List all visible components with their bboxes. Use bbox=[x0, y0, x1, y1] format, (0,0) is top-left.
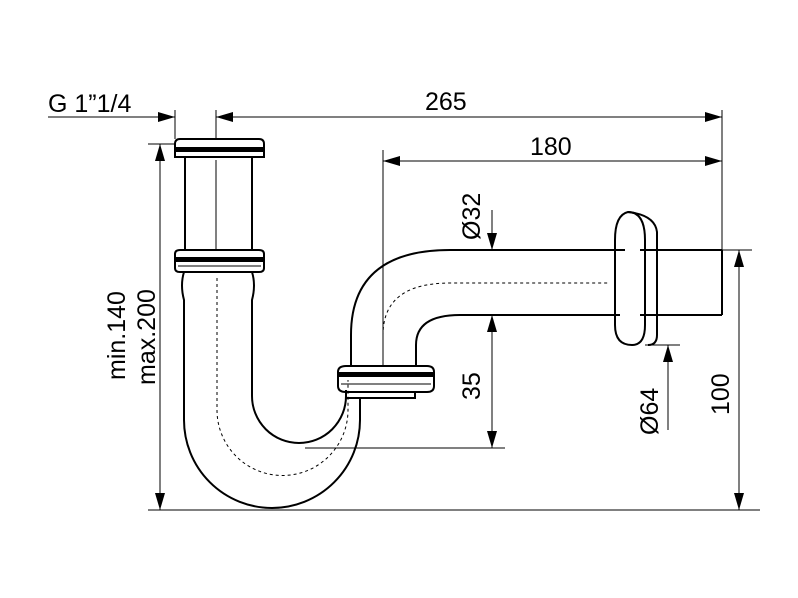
arrow-icon bbox=[705, 156, 722, 166]
height-dimension: min.140 max.200 bbox=[103, 143, 760, 511]
arrow-icon bbox=[158, 112, 175, 122]
arrow-icon bbox=[734, 250, 744, 267]
pipe-diameter-dimension: Ø32 bbox=[458, 193, 497, 448]
inlet-tube bbox=[184, 157, 253, 250]
arrow-icon bbox=[705, 112, 722, 122]
arrow-icon bbox=[155, 144, 165, 161]
outlet-length-dimension: 180 bbox=[382, 133, 722, 366]
lower-nut bbox=[337, 365, 435, 399]
rosette-diameter-label: Ø64 bbox=[636, 388, 664, 435]
height-max-label: max.200 bbox=[133, 289, 161, 385]
arrow-icon bbox=[216, 112, 233, 122]
outlet-elbow bbox=[350, 249, 625, 366]
arrow-icon bbox=[487, 315, 497, 332]
outlet-height-dimension: 100 bbox=[707, 249, 752, 510]
arrow-icon bbox=[487, 233, 497, 250]
arrow-icon bbox=[383, 156, 400, 166]
thread-label: G 1”1/4 bbox=[48, 90, 131, 118]
thread-dimension: G 1”1/4 bbox=[48, 90, 176, 139]
outlet-height-label: 100 bbox=[707, 373, 735, 415]
wall-rosette bbox=[614, 210, 658, 347]
middle-nut bbox=[174, 249, 265, 273]
arrow-icon bbox=[663, 345, 673, 362]
arrow-icon bbox=[155, 493, 165, 510]
arrow-icon bbox=[487, 431, 497, 448]
u-bend bbox=[181, 271, 361, 509]
height-min-label: min.140 bbox=[103, 291, 131, 380]
inlet-ring bbox=[174, 138, 265, 158]
seal-depth-label: 35 bbox=[458, 372, 486, 400]
seal-depth-dimension: 35 bbox=[305, 372, 505, 449]
pipe-diameter-label: Ø32 bbox=[458, 193, 486, 240]
overall-width-dimension: 265 bbox=[215, 88, 723, 250]
overall-width-label: 265 bbox=[425, 88, 467, 116]
outlet-length-label: 180 bbox=[530, 133, 572, 161]
rosette-diameter-dimension: Ø64 bbox=[636, 344, 680, 435]
siphon-body bbox=[174, 138, 723, 509]
outlet-tube bbox=[640, 249, 723, 316]
arrow-icon bbox=[734, 493, 744, 510]
